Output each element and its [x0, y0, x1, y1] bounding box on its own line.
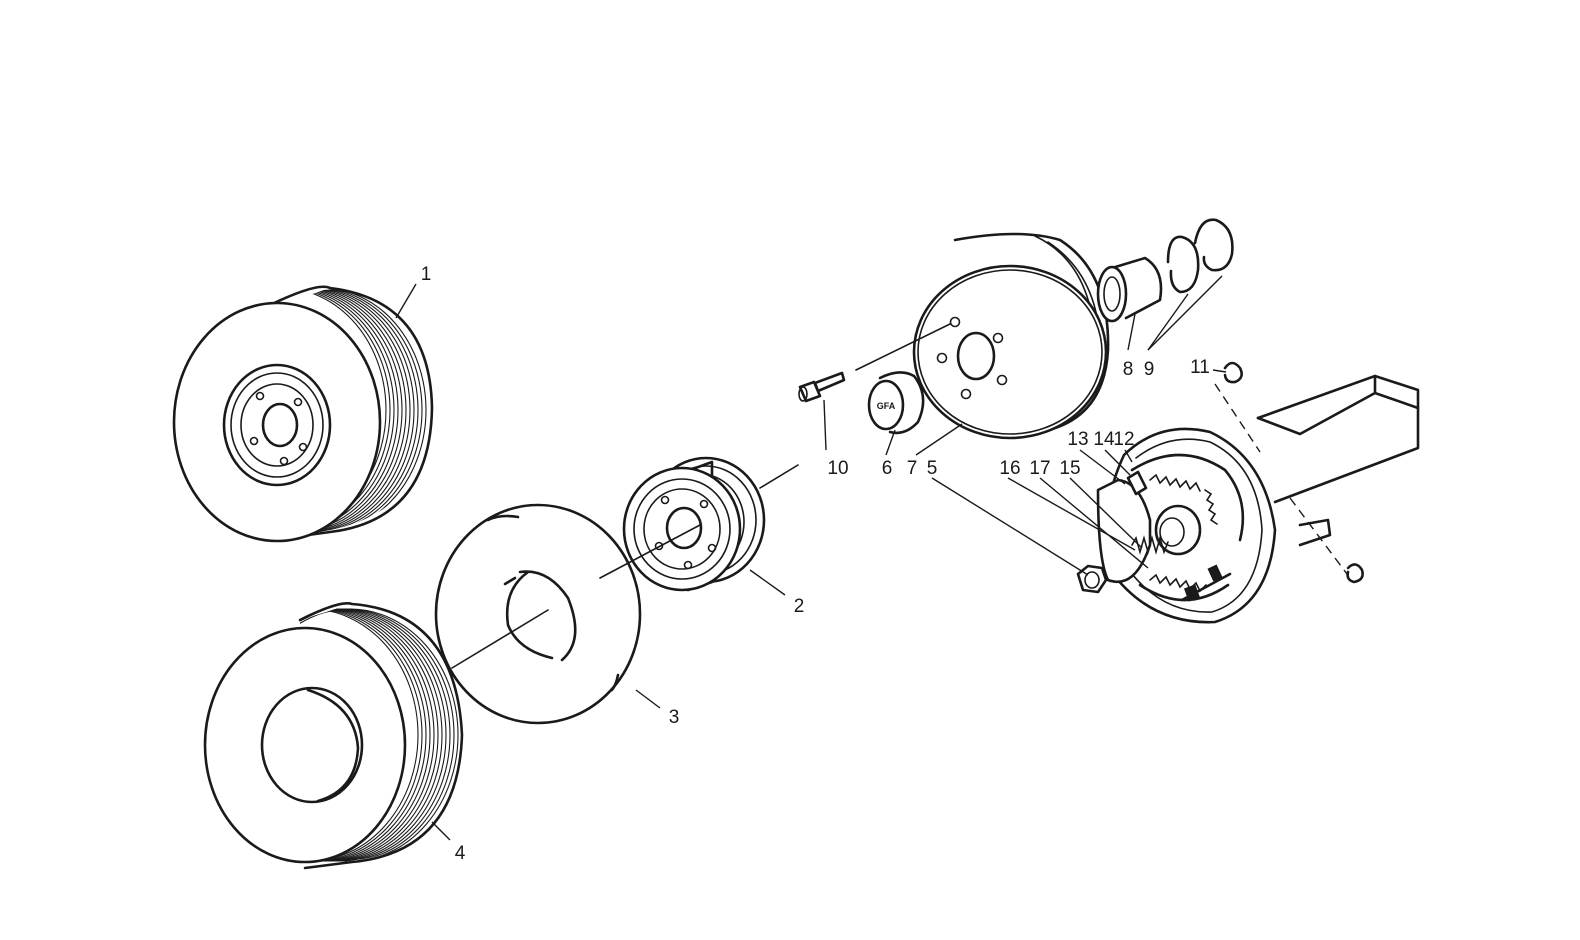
callout-1: 1: [421, 264, 432, 285]
callout-16: 16: [999, 458, 1020, 479]
bolt-hole: [654, 541, 664, 551]
retaining-clip-lower: [1346, 563, 1364, 584]
circlip-pair: [1166, 218, 1234, 294]
bolt-hole: [279, 456, 289, 466]
callout-12: 12: [1113, 429, 1134, 450]
callout-9: 9: [1144, 359, 1155, 380]
brake-drum: [912, 232, 1110, 440]
callout-13: 13: [1067, 429, 1088, 450]
callout-14: 14: [1093, 429, 1115, 450]
assembly-axis: [451, 609, 549, 669]
callout-7: 7: [907, 458, 918, 479]
bolt-hole: [949, 316, 961, 328]
bolt-hole: [683, 560, 693, 570]
bolt-hole: [996, 374, 1008, 386]
bolt-hole: [660, 495, 670, 505]
bolt-hole: [992, 332, 1004, 344]
callout-2: 2: [794, 596, 805, 617]
return-spring: [1149, 573, 1207, 593]
callout-6: 6: [882, 458, 893, 479]
callout-3: 3: [669, 707, 680, 728]
axle-beam: [1214, 374, 1420, 579]
assembly-axis: [599, 524, 701, 579]
callout-4: 4: [455, 843, 466, 864]
axle-spindle: [1154, 504, 1202, 556]
callout-17: 17: [1029, 458, 1050, 479]
bolt-hole: [293, 397, 303, 407]
return-spring: [1204, 489, 1218, 525]
tire: [203, 602, 464, 870]
bolt-hole: [699, 499, 709, 509]
bolt-hole: [249, 436, 259, 446]
bolt-hole: [936, 352, 948, 364]
wheel-rim-hub: [222, 363, 332, 487]
callout-labels: 1 2 3 4 5 6 7 8 9 10 11 12 13 14 15 16 1…: [421, 264, 1210, 864]
hub-cap-stamp: GFA: [877, 401, 896, 411]
hub-nut: [1076, 564, 1108, 594]
hub-cap: GFA: [867, 371, 925, 435]
bolt-hole: [255, 391, 265, 401]
retaining-clip-upper: [1223, 361, 1243, 384]
bolt-hole: [707, 543, 717, 553]
bolt-hole: [960, 388, 972, 400]
callout-leaders: [395, 275, 1227, 841]
callout-15: 15: [1059, 458, 1080, 479]
callout-10: 10: [827, 458, 848, 479]
wheel-bearing: [1096, 256, 1163, 323]
tire-bead-opening: [260, 686, 364, 804]
brake-shoe: [1130, 453, 1245, 542]
bolt-hole: [298, 442, 308, 452]
brake-backing-plate: [1096, 427, 1277, 624]
assembly-axis: [759, 464, 799, 489]
callout-8: 8: [1123, 359, 1134, 380]
complete-wheel: [172, 285, 434, 543]
assembly-axis: [855, 323, 951, 371]
brake-lever: [1126, 470, 1148, 496]
wheel-bolt: [798, 371, 846, 403]
wheel-rim: [622, 456, 766, 592]
inner-tube: [434, 503, 642, 725]
callout-5: 5: [927, 458, 938, 479]
callout-11: 11: [1190, 357, 1210, 378]
return-spring: [1149, 473, 1201, 492]
